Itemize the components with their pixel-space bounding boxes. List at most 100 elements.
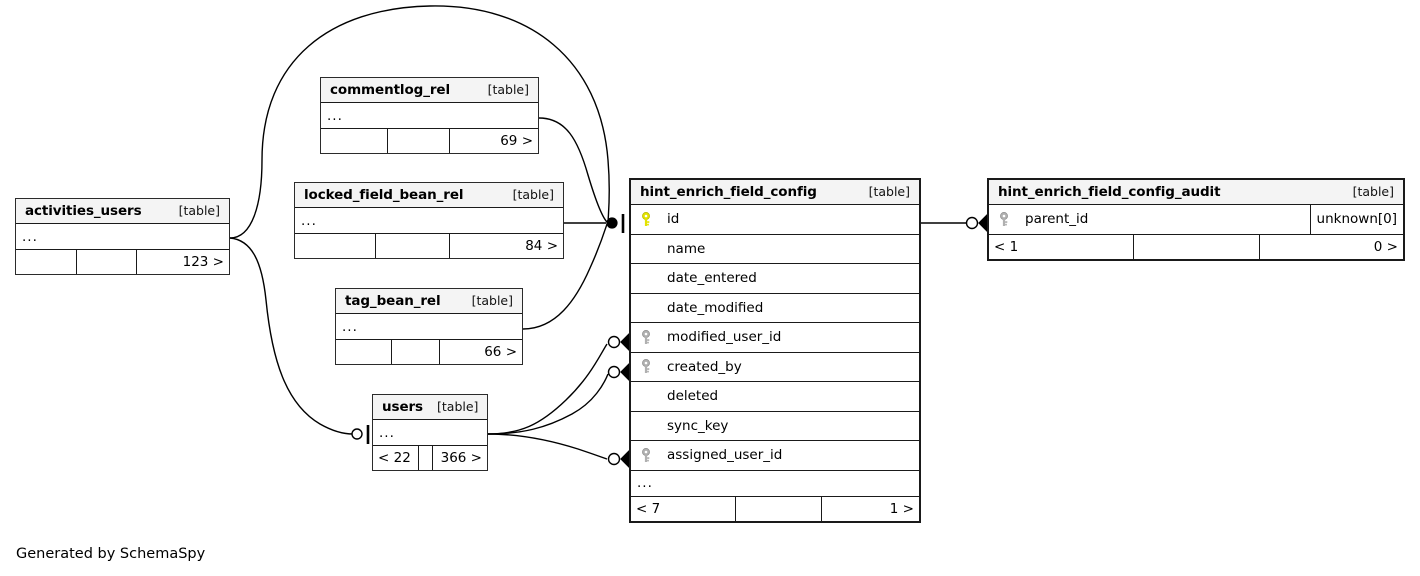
columns-ellipsis: ...	[631, 470, 919, 497]
footer-middle	[387, 129, 449, 153]
column-name: parent_id	[1025, 211, 1089, 228]
table-name: hint_enrich_field_config_audit	[998, 183, 1221, 200]
footer-parents-count[interactable]: < 7	[636, 500, 661, 517]
column-name: assigned_user_id	[667, 447, 783, 464]
table-title-commentlog-rel: commentlog_rel [table]	[321, 78, 538, 103]
table-footer-users: < 22 366 >	[373, 446, 487, 470]
table-name: tag_bean_rel	[345, 292, 441, 309]
footer-middle	[735, 496, 821, 521]
table-title-hint-enrich-field-config: hint_enrich_field_config [table]	[631, 180, 919, 205]
footer-children-count[interactable]: 123 >	[136, 250, 229, 274]
footer-parents-count[interactable]	[336, 340, 391, 364]
table-name: activities_users	[25, 202, 142, 219]
table-title-tag-bean-rel: tag_bean_rel [table]	[336, 289, 522, 314]
column-row-date-entered[interactable]: date_entered	[631, 264, 919, 294]
column-row-assigned-user-id[interactable]: assigned_user_id	[631, 441, 919, 471]
column-name: name	[667, 240, 706, 257]
column-name: id	[667, 211, 680, 228]
table-name: locked_field_bean_rel	[304, 186, 464, 203]
table-tag: [table]	[437, 399, 479, 414]
column-name: date_entered	[667, 270, 757, 287]
table-tag: [table]	[471, 293, 513, 308]
table-node-hint-enrich-field-config-audit[interactable]: hint_enrich_field_config_audit [table] p…	[987, 178, 1405, 261]
footer-parents-count[interactable]	[16, 250, 76, 274]
column-row-date-modified[interactable]: date_modified	[631, 293, 919, 323]
crowfoot-assigned-user-id	[620, 449, 630, 469]
table-node-tag-bean-rel[interactable]: tag_bean_rel [table] ... 66 >	[335, 288, 523, 365]
table-title-hint-enrich-field-config-audit: hint_enrich_field_config_audit [table]	[989, 180, 1403, 205]
columns-ellipsis: ...	[321, 103, 538, 129]
generated-by-caption: Generated by SchemaSpy	[16, 546, 206, 562]
table-name: hint_enrich_field_config	[640, 183, 817, 200]
marker-zero-or-many-assigned-user-id	[607, 452, 621, 466]
column-row-created-by[interactable]: created_by	[631, 352, 919, 382]
foreign-key-icon	[631, 359, 661, 374]
footer-parents-count[interactable]: < 22	[378, 450, 411, 466]
column-name: deleted	[667, 388, 719, 405]
table-node-users[interactable]: users [table] ... < 22 366 >	[372, 394, 488, 471]
table-node-activities-users[interactable]: activities_users [table] ... 123 >	[15, 198, 230, 275]
crowfoot-parent-id	[978, 213, 988, 233]
column-name: date_modified	[667, 299, 764, 316]
column-row-parent-id[interactable]: parent_id unknown[0]	[989, 205, 1403, 235]
edge-users-to-assigned-user-id	[487, 433, 608, 460]
footer-parents-count[interactable]	[321, 129, 387, 153]
table-footer-activities-users: 123 >	[16, 250, 229, 274]
table-footer-hint-enrich-field-config: < 7 1 >	[631, 496, 919, 521]
footer-children-count[interactable]: 366 >	[432, 446, 487, 470]
footer-children-count[interactable]: 0 >	[1259, 234, 1403, 259]
footer-children-count[interactable]: 1 >	[821, 496, 919, 521]
columns-ellipsis: ...	[295, 208, 563, 234]
table-title-locked-field-bean-rel: locked_field_bean_rel [table]	[295, 183, 563, 208]
footer-middle	[418, 446, 432, 470]
footer-middle	[1133, 234, 1259, 259]
columns-ellipsis: ...	[336, 314, 522, 340]
table-footer-hint-enrich-field-config-audit: < 1 0 >	[989, 234, 1403, 259]
table-tag: [table]	[512, 187, 554, 202]
table-footer-tag-bean-rel: 66 >	[336, 340, 522, 364]
footer-parents-count[interactable]: < 1	[994, 238, 1019, 255]
column-row-modified-user-id[interactable]: modified_user_id	[631, 323, 919, 353]
crowfoot-modified-user-id	[620, 332, 630, 352]
table-title-users: users [table]	[373, 395, 487, 420]
footer-middle	[375, 234, 449, 258]
marker-zero-or-many-created-by	[607, 365, 621, 379]
table-footer-commentlog-rel: 69 >	[321, 129, 538, 153]
footer-middle	[391, 340, 439, 364]
table-name: commentlog_rel	[330, 81, 450, 98]
table-footer-locked-field-bean-rel: 84 >	[295, 234, 563, 258]
marker-zero-or-many-parent-id	[965, 216, 979, 230]
marker-zero-or-one-users	[351, 428, 363, 440]
column-name: modified_user_id	[667, 329, 782, 346]
column-row-deleted[interactable]: deleted	[631, 382, 919, 412]
table-node-locked-field-bean-rel[interactable]: locked_field_bean_rel [table] ... 84 >	[294, 182, 564, 259]
foreign-key-icon	[631, 447, 661, 463]
table-tag: [table]	[178, 203, 220, 218]
columns-ellipsis: ...	[16, 224, 229, 250]
column-row-name[interactable]: name	[631, 234, 919, 264]
footer-parents-count[interactable]	[295, 234, 375, 258]
column-row-sync-key[interactable]: sync_key	[631, 411, 919, 441]
marker-one-filled	[606, 217, 618, 229]
footer-children-count[interactable]: 69 >	[449, 129, 538, 153]
marker-zero-or-many-modified-user-id	[607, 335, 621, 349]
foreign-key-icon	[631, 329, 661, 345]
footer-children-count[interactable]: 84 >	[449, 234, 563, 258]
table-name: users	[382, 398, 423, 415]
edge-users-to-created-by	[487, 373, 609, 435]
table-tag: [table]	[868, 184, 910, 199]
columns-ellipsis: ...	[373, 420, 487, 446]
table-node-hint-enrich-field-config[interactable]: hint_enrich_field_config [table] id name…	[629, 178, 921, 523]
crowfoot-created-by	[620, 362, 630, 382]
column-name: created_by	[667, 358, 742, 375]
table-title-activities-users: activities_users [table]	[16, 199, 229, 224]
table-tag: [table]	[1352, 184, 1394, 199]
table-node-commentlog-rel[interactable]: commentlog_rel [table] ... 69 >	[320, 77, 539, 154]
footer-children-count[interactable]: 66 >	[439, 340, 522, 364]
column-row-id[interactable]: id	[631, 205, 919, 235]
column-type: unknown[0]	[1309, 205, 1403, 234]
foreign-key-icon	[989, 211, 1019, 227]
column-name: sync_key	[667, 417, 729, 434]
table-tag: [table]	[487, 82, 529, 97]
